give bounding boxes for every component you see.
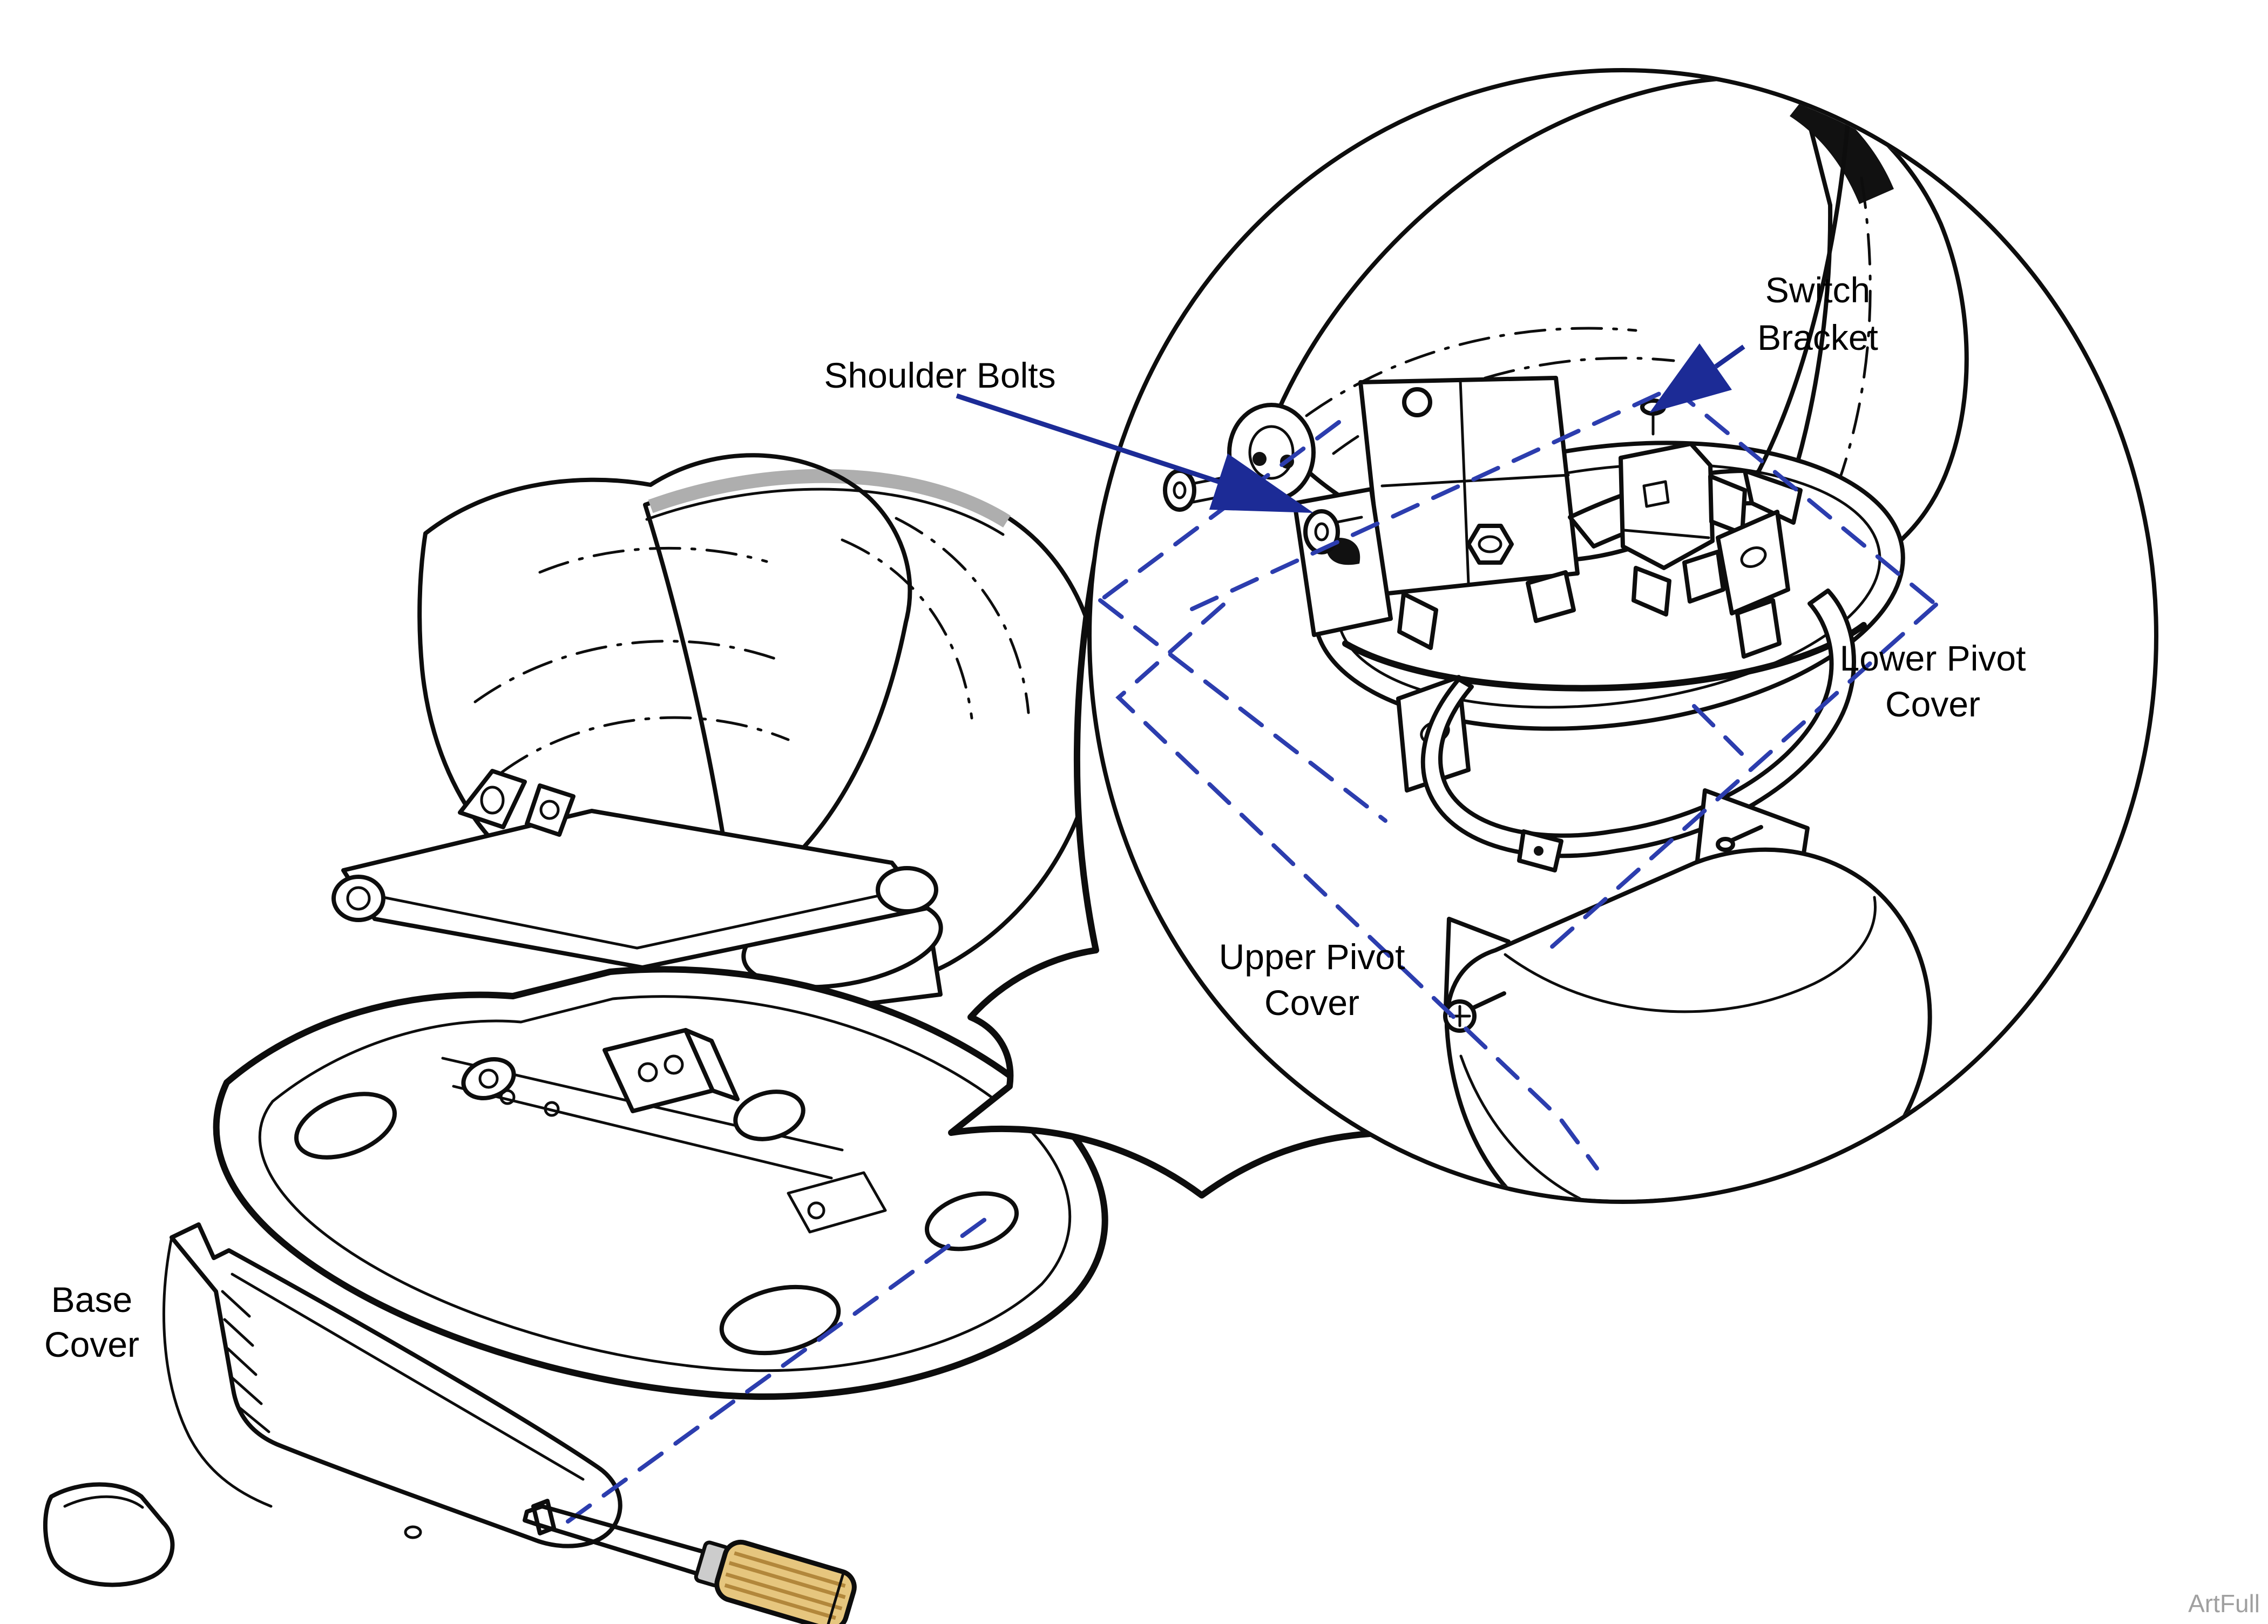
- label-shoulder-bolts: Shoulder Bolts: [824, 355, 1055, 395]
- base-guide-dash: [566, 1210, 997, 1524]
- base-cover-hole: [404, 1525, 422, 1539]
- label-lower-pivot-line2: Cover: [1885, 684, 1980, 724]
- hex-bolt: [1466, 524, 1514, 565]
- label-base-cover-line2: Cover: [44, 1324, 139, 1364]
- base-oval-hole: [924, 1191, 1019, 1251]
- alignment-dashes: [1098, 385, 1938, 1170]
- base-pad-cutout: [719, 1284, 841, 1356]
- pivot-assembly: [1163, 376, 1580, 650]
- screwdriver: [523, 1504, 857, 1624]
- base-pad-cutout: [294, 1092, 397, 1160]
- label-base-cover-line1: Base: [51, 1280, 132, 1320]
- mounting-ear: [458, 769, 527, 829]
- zoom-balloon: [948, 68, 2158, 1204]
- handle-stripes: [724, 1551, 846, 1620]
- label-switch-bracket-line1: Switch: [1765, 270, 1870, 310]
- chair-illustration: [213, 453, 1108, 1400]
- shoulder-bolt-right: [1303, 509, 1363, 554]
- back-cushion: [417, 453, 912, 915]
- callout-arrows: [956, 343, 1745, 513]
- watermark: ArtFull: [2188, 1589, 2260, 1618]
- base-platform: [213, 966, 1108, 1400]
- linkage-arm: [341, 809, 930, 970]
- base-cover-hook: [43, 1482, 175, 1587]
- labels: Shoulder Bolts Switch Bracket Lower Pivo…: [44, 270, 2026, 1364]
- balloon-contents: [1163, 75, 1969, 1200]
- zoom-seat-shell: [1782, 80, 1969, 584]
- upper-pivot-cover-part: [1443, 788, 1932, 1200]
- base-cover-part: [43, 1222, 622, 1587]
- lower-pivot-cover-part: [1396, 510, 1856, 872]
- shoulder-bolts-arrowhead: [1209, 454, 1314, 513]
- label-lower-pivot-line1: Lower Pivot: [1840, 638, 2026, 678]
- base-hydraulics: [441, 1028, 887, 1234]
- label-switch-bracket-line2: Bracket: [1757, 317, 1878, 357]
- shoulder-bolts-arrow: [956, 393, 1221, 485]
- switch-bracket-arrow: [1714, 344, 1745, 369]
- label-upper-pivot-line2: Cover: [1264, 983, 1359, 1023]
- switch-bracket-arrowhead: [1649, 343, 1732, 413]
- shell-edge-band: [1790, 91, 1894, 204]
- screwdriver-handle: [714, 1539, 857, 1624]
- switch-bracket-part: [1619, 398, 1747, 617]
- label-upper-pivot-line1: Upper Pivot: [1219, 937, 1405, 977]
- base-cover-hatching: [221, 1290, 270, 1433]
